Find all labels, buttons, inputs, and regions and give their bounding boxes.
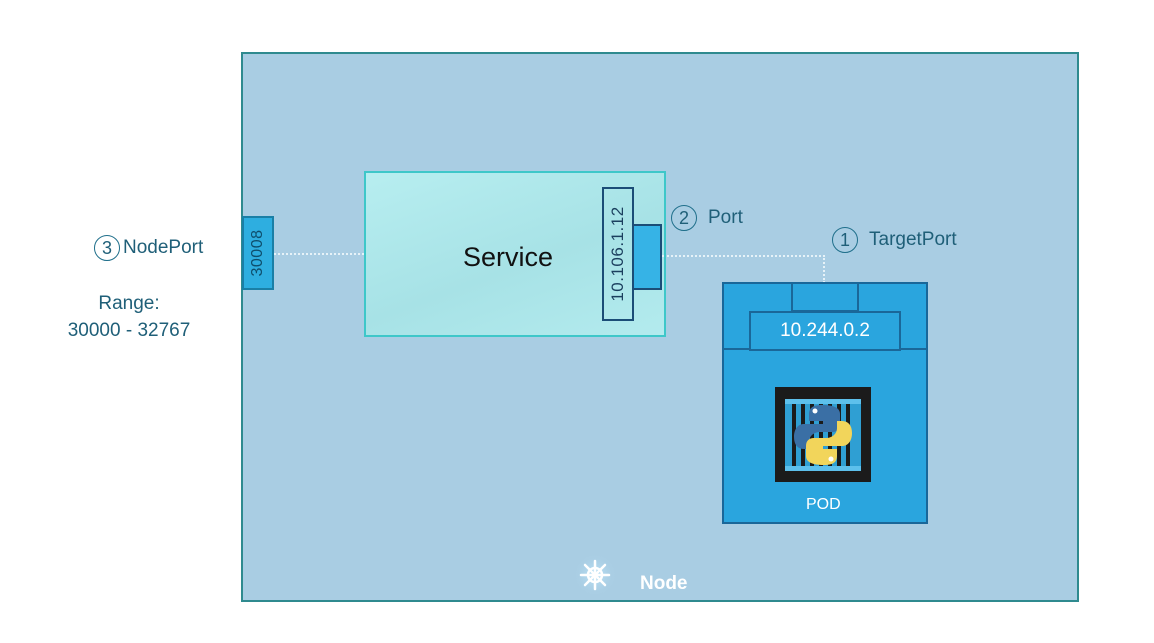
port-callout-number: 2 bbox=[671, 205, 697, 231]
nodeport-box: 30008 bbox=[242, 216, 274, 290]
port-callout-label: Port bbox=[708, 207, 743, 228]
range-label: Range: 30000 - 32767 bbox=[50, 290, 208, 344]
service-ip-box: 10.106.1.12 bbox=[602, 187, 634, 321]
python-logo-icon bbox=[775, 387, 871, 482]
service-pod-link bbox=[662, 255, 825, 257]
kubernetes-helm-icon bbox=[572, 552, 618, 598]
pod-ip: 10.244.0.2 bbox=[749, 311, 901, 351]
node-label: Node bbox=[640, 573, 688, 594]
service-port-box bbox=[632, 224, 662, 290]
targetport-callout-label: TargetPort bbox=[869, 229, 957, 250]
service-ip: 10.106.1.12 bbox=[608, 206, 627, 302]
nodeport-value: 30008 bbox=[249, 229, 266, 277]
service-label: Service bbox=[463, 242, 554, 272]
targetport-callout-number: 1 bbox=[832, 227, 858, 253]
pod-target-port-box bbox=[791, 282, 859, 312]
nodeport-callout-label: NodePort bbox=[123, 237, 204, 258]
pod-label: POD bbox=[806, 496, 841, 513]
nodeport-service-link bbox=[274, 253, 364, 255]
service-pod-link-drop bbox=[823, 255, 825, 283]
nodeport-callout-number: 3 bbox=[94, 235, 120, 261]
service-box bbox=[364, 171, 666, 337]
range-values: 30000 - 32767 bbox=[67, 320, 191, 341]
range-title: Range: bbox=[98, 293, 160, 314]
container-icon bbox=[775, 387, 871, 482]
